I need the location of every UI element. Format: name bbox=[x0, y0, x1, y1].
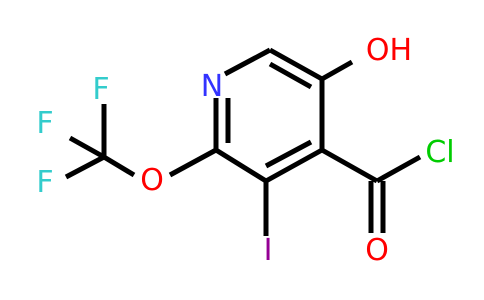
bond-o-cf3 bbox=[102, 154, 136, 178]
atom-o-ether-label: O bbox=[140, 163, 164, 198]
bond-carbonyl-cl bbox=[375, 154, 422, 184]
bond-cf3-f3 bbox=[64, 154, 106, 180]
atom-oh-label: OH bbox=[366, 33, 412, 68]
bond-c4-c3-inner bbox=[264, 139, 313, 169]
atom-n-label: N bbox=[201, 69, 223, 104]
bond-n-c6 bbox=[223, 47, 272, 77]
atom-o-carbonyl-label: O bbox=[365, 233, 389, 268]
bond-c4-carbonyl bbox=[320, 147, 379, 184]
bond-c2-o-ether bbox=[168, 147, 218, 178]
bond-c6-c5-inner bbox=[268, 61, 313, 90]
atom-cl-label: Cl bbox=[425, 135, 454, 170]
atom-f1-label: F bbox=[92, 72, 109, 107]
bond-c4-c3 bbox=[264, 147, 324, 184]
atom-i-label: I bbox=[264, 233, 273, 268]
bond-c5-oh bbox=[320, 59, 354, 82]
bond-c3-c2 bbox=[214, 147, 268, 184]
atom-f2-label: F bbox=[36, 106, 53, 141]
atom-f3-label: F bbox=[36, 165, 53, 200]
bond-cf3-f2 bbox=[68, 135, 106, 160]
bond-c6-c5 bbox=[268, 47, 324, 82]
